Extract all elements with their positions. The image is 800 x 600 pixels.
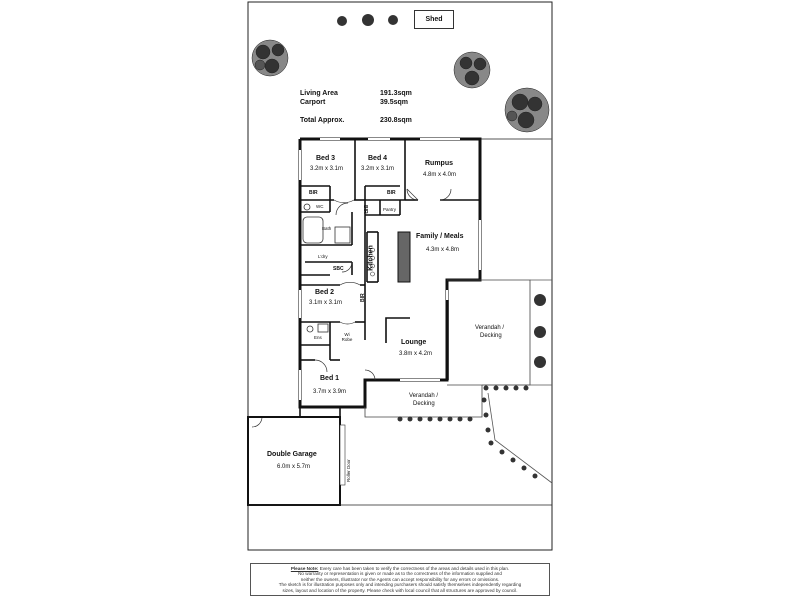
room-name-kitchen: Kitchen — [367, 245, 375, 271]
room-name-bed4: Bed 4 — [368, 155, 388, 162]
disclaimer-note: Please Note: Every care has been taken t… — [250, 563, 550, 596]
shower — [317, 323, 329, 333]
room-dim-rumpus: 4.8m x 4.0m — [423, 172, 457, 178]
room-name-rumpus: Rumpus — [425, 160, 453, 167]
property-boundary — [247, 1, 553, 551]
shrub-icons — [337, 14, 398, 26]
room-dim-bed3: 3.2m x 3.1m — [310, 166, 344, 172]
fixture-bir-bed4: BIR — [387, 190, 396, 196]
room-name-bed1: Bed 1 — [320, 375, 340, 382]
fixture-bath: Bath — [322, 226, 332, 231]
cooktop — [370, 247, 375, 277]
kitchen-island — [397, 231, 411, 283]
bath-tub — [302, 216, 324, 244]
verandah-bottom-line2: Decking — [413, 401, 435, 407]
verandah-right-line2: Decking — [480, 333, 502, 339]
toilet-icon — [306, 325, 314, 333]
garage-door — [339, 424, 346, 486]
room-name-family: Family / Meals — [416, 233, 464, 240]
living-area-value: 191.3sqm — [380, 90, 412, 97]
room-dim-bed4: 3.2m x 3.1m — [361, 166, 395, 172]
garage-outline — [247, 416, 341, 506]
room-dim-bed1: 3.7m x 3.9m — [313, 389, 347, 395]
room-dim-lounge: 3.8m x 4.2m — [399, 351, 433, 357]
carport-value: 39.5sqm — [380, 99, 409, 106]
fixture-bir-bed3: BIR — [309, 190, 318, 196]
toilet-icon — [303, 203, 311, 211]
tree-icon — [453, 51, 491, 89]
fixture-laundry: L'dry — [318, 254, 328, 259]
room-dim-bed2: 3.1m x 3.1m — [309, 300, 343, 306]
total-area-value: 230.8sqm — [380, 117, 412, 124]
fixture-bir-bed2: BIR — [360, 293, 366, 302]
garden-shrubs — [397, 294, 546, 479]
note-line-2: No warranty or representation is given o… — [298, 571, 502, 577]
room-dim-family: 4.3m x 4.8m — [426, 247, 460, 253]
total-area-label: Total Approx. — [300, 117, 345, 124]
door-swings — [251, 188, 452, 428]
fixture-wi-robe: Wi Robe — [341, 332, 353, 342]
note-line-5: sizes, layout and location of the proper… — [282, 587, 518, 593]
room-name-lounge: Lounge — [401, 339, 427, 346]
carport-label: Carport — [300, 99, 326, 106]
windows — [299, 138, 481, 400]
shed-label: Shed — [414, 10, 454, 29]
tree-icon — [251, 39, 289, 77]
room-name-garage: Double Garage — [267, 451, 317, 458]
fixture-wc: WC — [316, 204, 324, 209]
fixture-ensuite: Ens — [314, 335, 322, 340]
garage-door-label: Roller Door — [346, 459, 351, 482]
garden-edge — [487, 392, 553, 484]
room-dim-garage: 6.0m x 5.7m — [277, 464, 311, 470]
fixture-pantry: Pantry — [383, 207, 397, 212]
room-name-bed3: Bed 3 — [316, 155, 336, 162]
fixture-sbc: SBC — [333, 266, 344, 272]
note-line-1: Every care has been taken to verify the … — [319, 566, 510, 571]
vanity — [334, 226, 351, 244]
house-walls — [298, 137, 482, 409]
verandah-right-line1: Verandah / — [475, 325, 505, 331]
verandah-bottom-line1: Verandah / — [409, 393, 439, 399]
fixture-bir-hall: BIR — [362, 205, 368, 214]
tree-icon — [504, 87, 550, 133]
room-name-bed2: Bed 2 — [315, 289, 335, 296]
living-area-label: Living Area — [300, 90, 338, 97]
note-line-4: The sketch is for illustration purposes … — [278, 582, 522, 588]
note-heading: Please Note: — [290, 566, 319, 571]
note-line-3: neither the owners, Illustrator nor the … — [300, 576, 500, 582]
